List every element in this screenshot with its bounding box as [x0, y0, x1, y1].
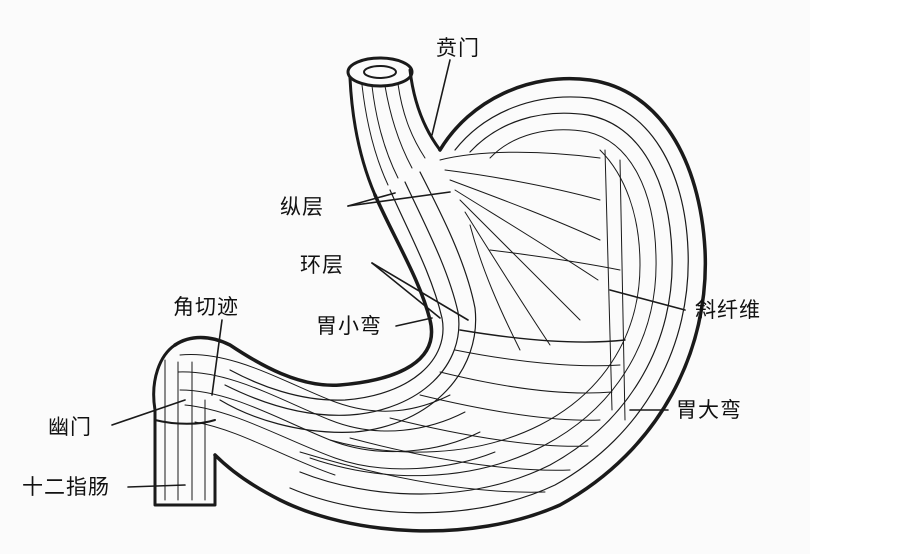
- label-angular-incisure: 角切迹: [173, 295, 239, 319]
- label-circular-layer: 环层: [300, 253, 344, 277]
- esophagus-opening: [346, 56, 414, 88]
- leader-circular-b: [371, 262, 469, 321]
- stomach-body: [152, 76, 708, 533]
- label-longitudinal-layer: 纵层: [280, 195, 324, 219]
- leader-circular-a: [371, 262, 441, 319]
- leader-longitudinal-b: [347, 191, 451, 207]
- leader-pylorus: [111, 399, 186, 426]
- leader-longitudinal-a: [347, 192, 396, 207]
- leader-oblique: [609, 289, 686, 311]
- leader-lines: [111, 59, 686, 488]
- label-greater-curvature: 胃大弯: [676, 398, 742, 422]
- leader-angular-incisure: [211, 319, 223, 396]
- label-oblique-fibers: 斜纤维: [695, 298, 761, 322]
- leader-lesser-curvature: [395, 317, 433, 327]
- label-duodenum: 十二指肠: [22, 475, 110, 499]
- esophagus: [346, 56, 442, 197]
- label-lesser-curvature: 胃小弯: [316, 314, 382, 338]
- leader-duodenum: [127, 484, 186, 488]
- leader-cardia: [431, 59, 451, 136]
- label-cardia: 贲门: [436, 36, 480, 60]
- label-pylorus: 幽门: [48, 415, 92, 439]
- figure-background: [0, 0, 810, 554]
